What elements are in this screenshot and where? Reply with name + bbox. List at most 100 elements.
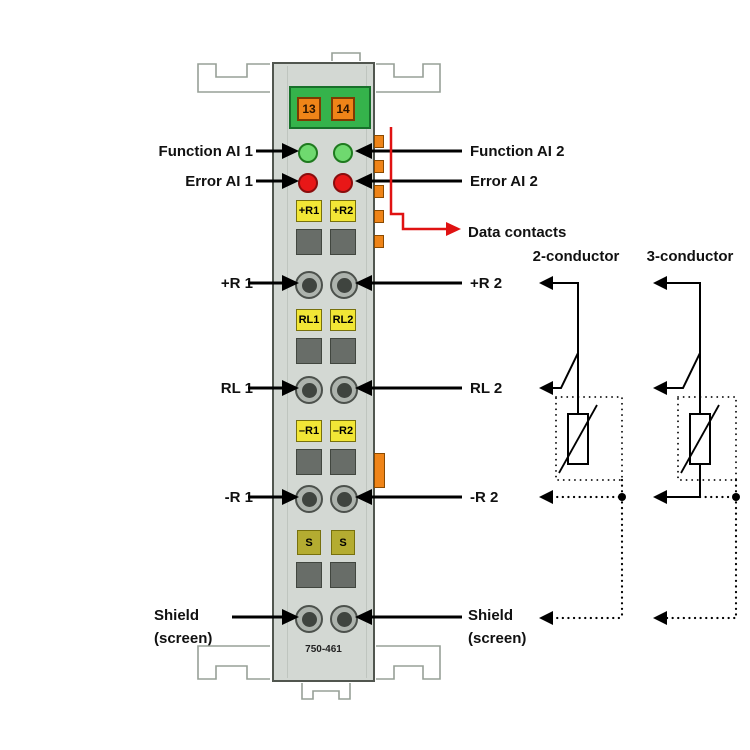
plate-rl2: RL2 [330, 309, 356, 331]
three-conductor-circuit [653, 276, 740, 625]
terminal-slot [296, 562, 322, 588]
rl-2-arrow [355, 380, 462, 396]
data-contacts-arrow-icon [446, 222, 461, 236]
label-function-ai-1: Function AI 1 [158, 143, 253, 160]
label-rl-2: RL 2 [470, 380, 503, 397]
module-seam-right [366, 66, 367, 678]
three-cond-rl-arrow-icon [653, 381, 667, 395]
clamp-opening [301, 277, 317, 293]
clamp-opening [301, 491, 317, 507]
side-power-contact [374, 453, 385, 488]
data-contacts-pointer [389, 127, 461, 236]
label-function-ai-2: Function AI 2 [470, 143, 565, 160]
function-ai-2-led-icon [333, 143, 353, 163]
terminal-slot [330, 449, 356, 475]
label-minus-r-1: -R 1 [224, 489, 253, 506]
label-minus-r-2: -R 2 [470, 489, 499, 506]
terminal-slot [296, 449, 322, 475]
function-ai-1-led-icon [298, 143, 318, 163]
module-model-number: 750-461 [305, 644, 342, 655]
plus-r-2-arrow [355, 275, 462, 291]
clamp-opening [301, 382, 317, 398]
three-cond-shield-arrow-icon [653, 611, 667, 625]
clamp-terminal-rl2 [330, 376, 358, 404]
clamp-opening [336, 611, 352, 627]
clamp-terminal-minus-r2 [330, 485, 358, 513]
sensor-boundary-dashed [677, 396, 737, 481]
label-data-contacts: Data contacts [468, 224, 567, 241]
terminal-slot [296, 338, 322, 364]
label-shield-right: Shield (screen) [468, 604, 526, 650]
plate-plus-r1: +R1 [296, 200, 322, 222]
module-top-tab [331, 52, 361, 61]
error-ai-1-arrow [256, 173, 299, 189]
three-cond-minus-r-arrow-icon [653, 490, 667, 504]
error-ai-1-led-icon [298, 173, 318, 193]
rtd-resistor-strike [558, 404, 598, 474]
data-contact-tab [374, 135, 384, 148]
plate-shield-2: S [331, 530, 355, 555]
label-shield-left-line1: Shield [154, 607, 200, 624]
shield-right-arrow [355, 609, 462, 625]
clamp-opening [336, 277, 352, 293]
plate-rl1: RL1 [296, 309, 322, 331]
three-cond-plus-r-arrow-icon [653, 276, 667, 290]
two-cond-shield-arrow-icon [539, 611, 553, 625]
clamp-opening [336, 382, 352, 398]
plus-r-1-arrow [248, 275, 299, 291]
power-jumper-contact-block: 13 14 [289, 86, 371, 129]
terminal-slot [296, 229, 322, 255]
terminal-slot [330, 562, 356, 588]
two-cond-rl-wire [553, 352, 579, 389]
terminal-slot [330, 229, 356, 255]
two-conductor-circuit [539, 276, 626, 625]
three-cond-plus-r-wire [667, 282, 701, 414]
label-rl-1: RL 1 [220, 380, 253, 397]
clamp-terminal-shield-1 [295, 605, 323, 633]
label-shield-right-line2: (screen) [468, 630, 527, 647]
minus-r-2-arrow [355, 489, 462, 505]
two-cond-minus-r-arrow-icon [539, 490, 553, 504]
label-shield-left-line2: (screen) [154, 630, 213, 647]
rtd-resistor-strike [680, 404, 720, 474]
clamp-terminal-shield-2 [330, 605, 358, 633]
plate-plus-r2: +R2 [330, 200, 356, 222]
data-contact-tab [374, 235, 384, 248]
io-module-750-461: 13 14 +R1 +R2 RL1 RL2 –R1 –R2 S S [272, 62, 385, 682]
plate-minus-r2: –R2 [330, 420, 356, 442]
function-ai-1-arrow [256, 143, 299, 159]
data-contact-tab [374, 210, 384, 223]
rail-bracket-bottom-left [197, 645, 270, 680]
label-three-conductor: 3-conductor [646, 248, 734, 265]
label-error-ai-2: Error AI 2 [470, 173, 538, 190]
terminal-slot [330, 338, 356, 364]
module-foot [301, 683, 351, 700]
clamp-opening [336, 491, 352, 507]
label-shield-left: Shield (screen) [154, 604, 212, 650]
clamp-terminal-plus-r2 [330, 271, 358, 299]
two-cond-rl-arrow-icon [539, 381, 553, 395]
two-cond-plus-r-wire [553, 282, 579, 414]
error-ai-2-arrow [355, 173, 462, 189]
label-two-conductor: 2-conductor [532, 248, 620, 265]
power-contact-14: 14 [331, 97, 355, 121]
two-cond-plus-r-arrow-icon [539, 276, 553, 290]
rail-bracket-top-right [376, 63, 441, 93]
rl-1-arrow [248, 380, 299, 396]
sensor-boundary-dashed [555, 396, 623, 481]
clamp-terminal-rl1 [295, 376, 323, 404]
rail-bracket-bottom-right [376, 645, 441, 680]
rail-bracket-top-left [197, 63, 270, 93]
power-contact-13: 13 [297, 97, 321, 121]
clamp-terminal-plus-r1 [295, 271, 323, 299]
plate-minus-r1: –R1 [296, 420, 322, 442]
error-ai-2-led-icon [333, 173, 353, 193]
function-ai-2-arrow [355, 143, 462, 159]
clamp-opening [301, 611, 317, 627]
label-plus-r-1: +R 1 [220, 275, 253, 292]
three-cond-rl-wire [667, 352, 701, 389]
label-shield-right-line1: Shield [468, 607, 514, 624]
clamp-terminal-minus-r1 [295, 485, 323, 513]
